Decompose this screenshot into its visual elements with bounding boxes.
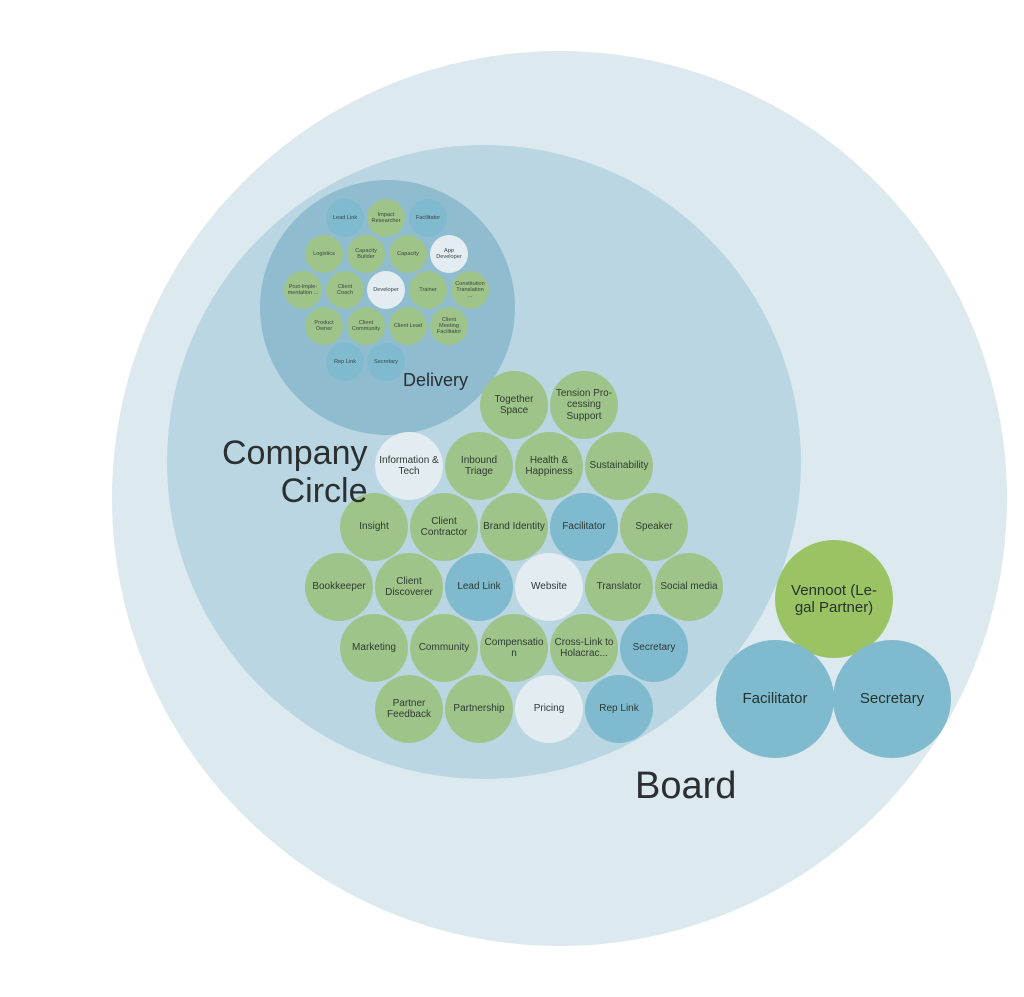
- role-circle[interactable]: Secretary: [833, 640, 951, 758]
- role-circle[interactable]: Partner Feedback: [375, 675, 443, 743]
- role-label: Facilitator: [742, 690, 808, 708]
- role-label: Bookkeeper: [312, 581, 366, 593]
- role-circle[interactable]: Speaker: [620, 493, 688, 561]
- role-label: Vennoot (Le-gal Partner): [791, 581, 877, 616]
- role-label: Community: [418, 642, 470, 654]
- role-label: Compensatio n: [484, 636, 544, 660]
- role-circle[interactable]: Facilitator: [716, 640, 834, 758]
- role-label: Information & Tech: [379, 454, 439, 478]
- role-circle[interactable]: Vennoot (Le-gal Partner): [775, 540, 893, 658]
- role-circle[interactable]: Client Lead: [389, 307, 427, 345]
- role-label: Brand Identity: [483, 521, 545, 533]
- role-circle[interactable]: Secretary: [367, 343, 405, 381]
- role-circle[interactable]: Information & Tech: [375, 432, 443, 500]
- role-circle[interactable]: Insight: [340, 493, 408, 561]
- role-circle[interactable]: Marketing: [340, 614, 408, 682]
- role-circle[interactable]: Client Meeting Facilitator: [430, 307, 468, 345]
- role-circle[interactable]: Cross-Link to Holacrac...: [550, 614, 618, 682]
- role-label: Social media: [660, 581, 718, 593]
- company-circle-label-line2: Circle: [280, 472, 368, 510]
- role-label: Secretary: [374, 358, 398, 365]
- role-circle[interactable]: Bookkeeper: [305, 553, 373, 621]
- role-circle[interactable]: Client Community: [347, 307, 385, 345]
- role-circle[interactable]: Translator: [585, 553, 653, 621]
- role-circle[interactable]: Developer: [367, 271, 405, 309]
- role-circle[interactable]: Inbound Triage: [445, 432, 513, 500]
- role-label: Translator: [596, 581, 642, 593]
- role-label: Pricing: [533, 703, 565, 715]
- role-circle[interactable]: Client Discoverer: [375, 553, 443, 621]
- role-circle[interactable]: Social media: [655, 553, 723, 621]
- role-circle[interactable]: Pricing: [515, 675, 583, 743]
- role-label: Facilitator: [415, 214, 441, 221]
- role-circle[interactable]: Secretary: [620, 614, 688, 682]
- company-circle-label: Company Circle: [222, 434, 368, 510]
- role-label: Developer: [373, 286, 399, 293]
- role-label: Client Discoverer: [385, 575, 433, 599]
- role-circle[interactable]: Logistics: [305, 235, 343, 273]
- role-circle[interactable]: Lead Link: [326, 199, 364, 237]
- role-label: Client Coach: [336, 283, 354, 296]
- role-circle[interactable]: Product Owner: [305, 307, 343, 345]
- role-circle[interactable]: App Developer: [430, 235, 468, 273]
- role-circle[interactable]: Together Space: [480, 371, 548, 439]
- role-label: Partnership: [453, 703, 505, 715]
- role-circle[interactable]: Compensatio n: [480, 614, 548, 682]
- role-label: Secretary: [859, 690, 925, 708]
- role-circle[interactable]: Constitution Translation ...: [451, 271, 489, 309]
- role-circle[interactable]: Facilitator: [409, 199, 447, 237]
- role-label: Tension Pro-cessing Support: [555, 387, 613, 422]
- role-circle[interactable]: Rep Link: [585, 675, 653, 743]
- role-label: Client Contractor: [420, 515, 468, 539]
- role-label: Sustainability: [589, 460, 649, 472]
- role-label: Logistics: [313, 250, 335, 257]
- role-label: Post-Imple-mentation ...: [287, 283, 319, 296]
- role-label: Health & Happiness: [525, 454, 573, 478]
- role-label: Capacity: [397, 250, 419, 257]
- role-circle[interactable]: Capacity Builder: [347, 235, 385, 273]
- role-label: Facilitator: [562, 521, 606, 533]
- role-circle[interactable]: Trainer: [409, 271, 447, 309]
- role-label: Capacity Builder: [355, 247, 377, 260]
- role-label: Client Meeting Facilitator: [436, 316, 462, 336]
- role-circle[interactable]: Lead Link: [445, 553, 513, 621]
- company-circle-label-line1: Company: [222, 434, 368, 472]
- role-label: Lead Link: [332, 214, 358, 221]
- role-circle[interactable]: Rep Link: [326, 343, 364, 381]
- role-circle[interactable]: Client Coach: [326, 271, 364, 309]
- role-circle[interactable]: Impact Researcher: [367, 199, 405, 237]
- role-label: Trainer: [419, 286, 437, 293]
- role-label: Speaker: [635, 521, 673, 533]
- role-label: App Developer: [436, 247, 462, 260]
- role-label: Rep Link: [333, 358, 357, 365]
- role-circle[interactable]: Community: [410, 614, 478, 682]
- role-label: Inbound Triage: [460, 454, 498, 478]
- role-circle[interactable]: Sustainability: [585, 432, 653, 500]
- role-label: Cross-Link to Holacrac...: [554, 636, 614, 660]
- delivery-circle-label: Delivery: [403, 370, 469, 390]
- role-label: Product Owner: [314, 319, 334, 332]
- role-circle[interactable]: Website: [515, 553, 583, 621]
- role-label: Rep Link: [599, 703, 639, 715]
- role-label: Client Community: [351, 319, 381, 332]
- role-label: Partner Feedback: [387, 697, 431, 721]
- role-circle[interactable]: Health & Happiness: [515, 432, 583, 500]
- role-label: Constitution Translation ...: [455, 280, 485, 300]
- role-circle[interactable]: Client Contractor: [410, 493, 478, 561]
- role-label: Impact Researcher: [371, 211, 401, 224]
- role-label: Website: [531, 581, 567, 593]
- role-circle[interactable]: Capacity: [389, 235, 427, 273]
- role-circle[interactable]: Post-Imple-mentation ...: [284, 271, 322, 309]
- role-circle[interactable]: Brand Identity: [480, 493, 548, 561]
- board-circle-label: Board: [635, 765, 737, 807]
- role-label: Marketing: [352, 642, 396, 654]
- role-circle[interactable]: Partnership: [445, 675, 513, 743]
- role-label: Secretary: [632, 642, 676, 654]
- role-circle[interactable]: Tension Pro-cessing Support: [550, 371, 618, 439]
- role-label: Together Space: [494, 393, 534, 417]
- role-label: Insight: [359, 521, 389, 533]
- role-label: Client Lead: [393, 322, 423, 329]
- role-label: Lead Link: [457, 581, 501, 593]
- role-circle[interactable]: Facilitator: [550, 493, 618, 561]
